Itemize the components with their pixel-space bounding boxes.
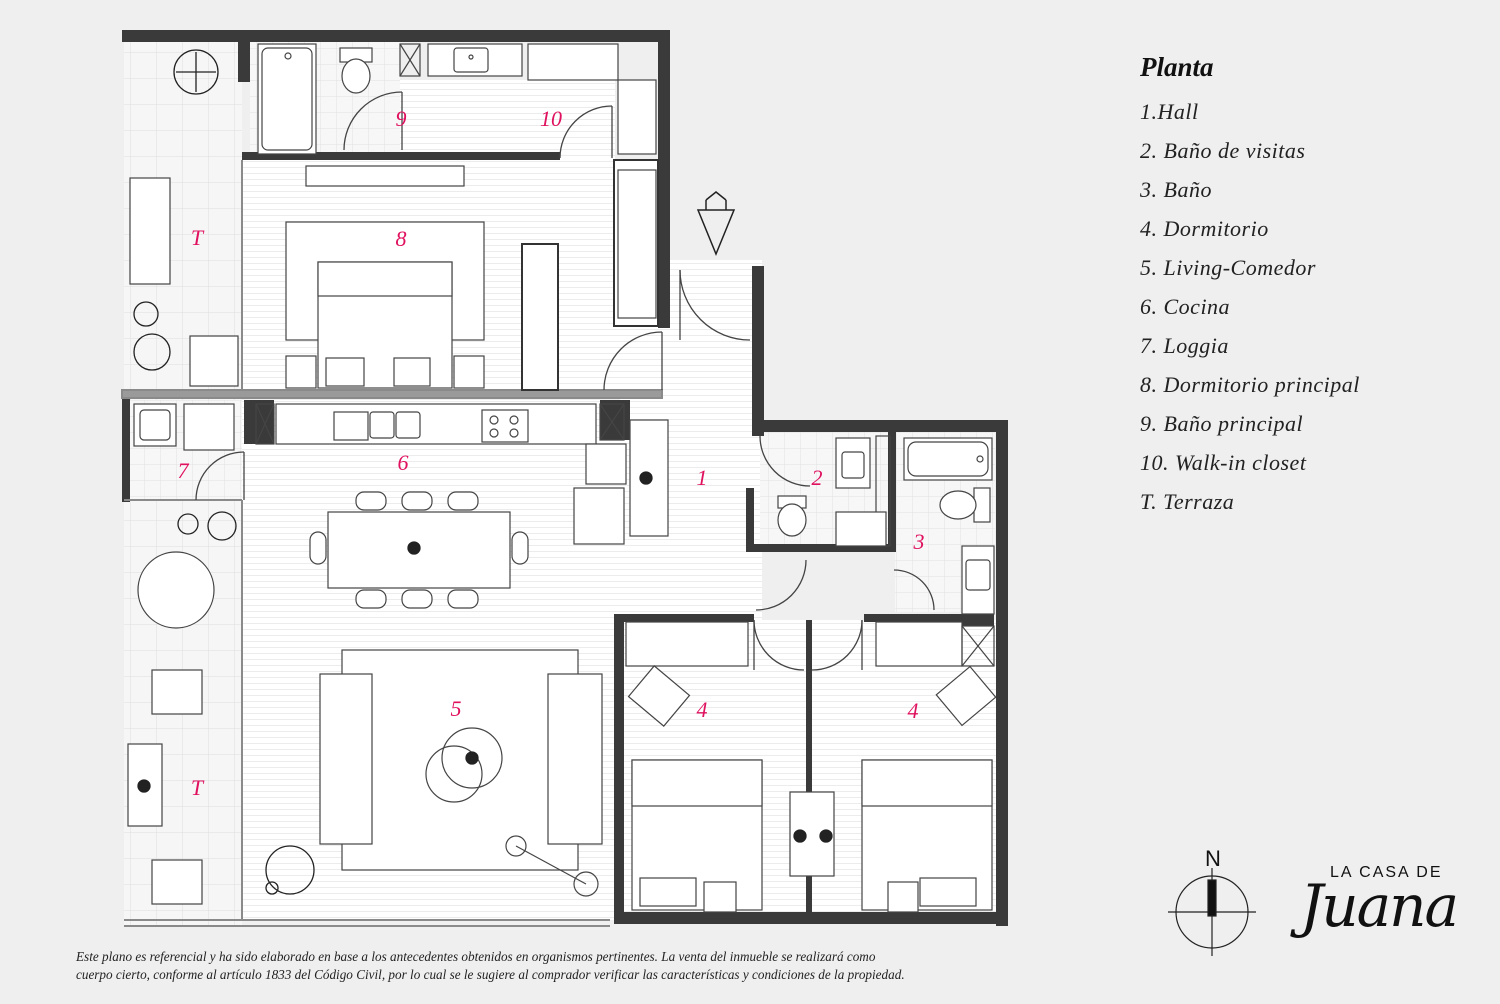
legend: Planta 1.Hall 2. Baño de visitas 3. Baño… [1140, 52, 1480, 521]
room-label-terrace-top: T [191, 225, 205, 250]
disclaimer: Este plano es referencial y ha sido elab… [76, 948, 1136, 984]
room-label-bedroom-right: 4 [908, 698, 919, 723]
brand-name: LA CASA DE [1330, 864, 1443, 881]
legend-item: 1.Hall [1140, 99, 1199, 124]
room-label-bedroom-left: 4 [697, 697, 708, 722]
room-label-living-dining: 5 [451, 696, 462, 721]
legend-item: 4. Dormitorio [1140, 216, 1269, 241]
doors [195, 91, 935, 671]
room-label-master-bedroom: 8 [396, 226, 407, 251]
legend-item: 6. Cocina [1140, 294, 1231, 319]
legend-item: 8. Dormitorio principal [1140, 372, 1360, 397]
disclaimer-line-1: Este plano es referencial y ha sido elab… [76, 949, 876, 964]
closets [255, 43, 995, 667]
compass-icon [1168, 868, 1256, 956]
room-labels: 1 2 3 4 4 5 6 7 8 9 10 T T [178, 106, 925, 800]
legend-item: T. Terraza [1140, 489, 1235, 514]
legend-item: 7. Loggia [1140, 333, 1229, 358]
room-label-walk-in: 10 [540, 106, 562, 131]
room-label-loggia: 7 [178, 458, 190, 483]
disclaimer-line-2: cuerpo cierto, conforme al artículo 1833… [76, 967, 905, 982]
room-label-master-bath: 9 [396, 106, 407, 131]
walls [122, 30, 1008, 926]
bathroom-fixtures [133, 43, 995, 615]
legend-item: 5. Living-Comedor [1140, 255, 1316, 280]
room-label-terrace-bottom: T [191, 775, 205, 800]
room-label-hall: 1 [697, 465, 708, 490]
entrance-arrow-icon [696, 191, 736, 256]
legend-item: 3. Baño [1140, 177, 1212, 202]
legend-list: 1.Hall 2. Baño de visitas 3. Baño 4. Dor… [1140, 92, 1480, 521]
brand-logo-script: Juana [1300, 872, 1459, 940]
room-label-bath: 3 [913, 529, 925, 554]
room-label-kitchen: 6 [398, 450, 409, 475]
furniture [127, 165, 997, 913]
legend-item: 2. Baño de visitas [1140, 138, 1306, 163]
legend-item: 10. Walk-in closet [1140, 450, 1307, 475]
plant-icons [133, 49, 833, 895]
compass-north-label: N [1205, 846, 1221, 871]
legend-item: 9. Baño principal [1140, 411, 1304, 436]
room-label-guest-bath: 2 [812, 465, 823, 490]
kitchen-fixtures [275, 403, 669, 545]
legend-title: Planta [1140, 52, 1214, 82]
